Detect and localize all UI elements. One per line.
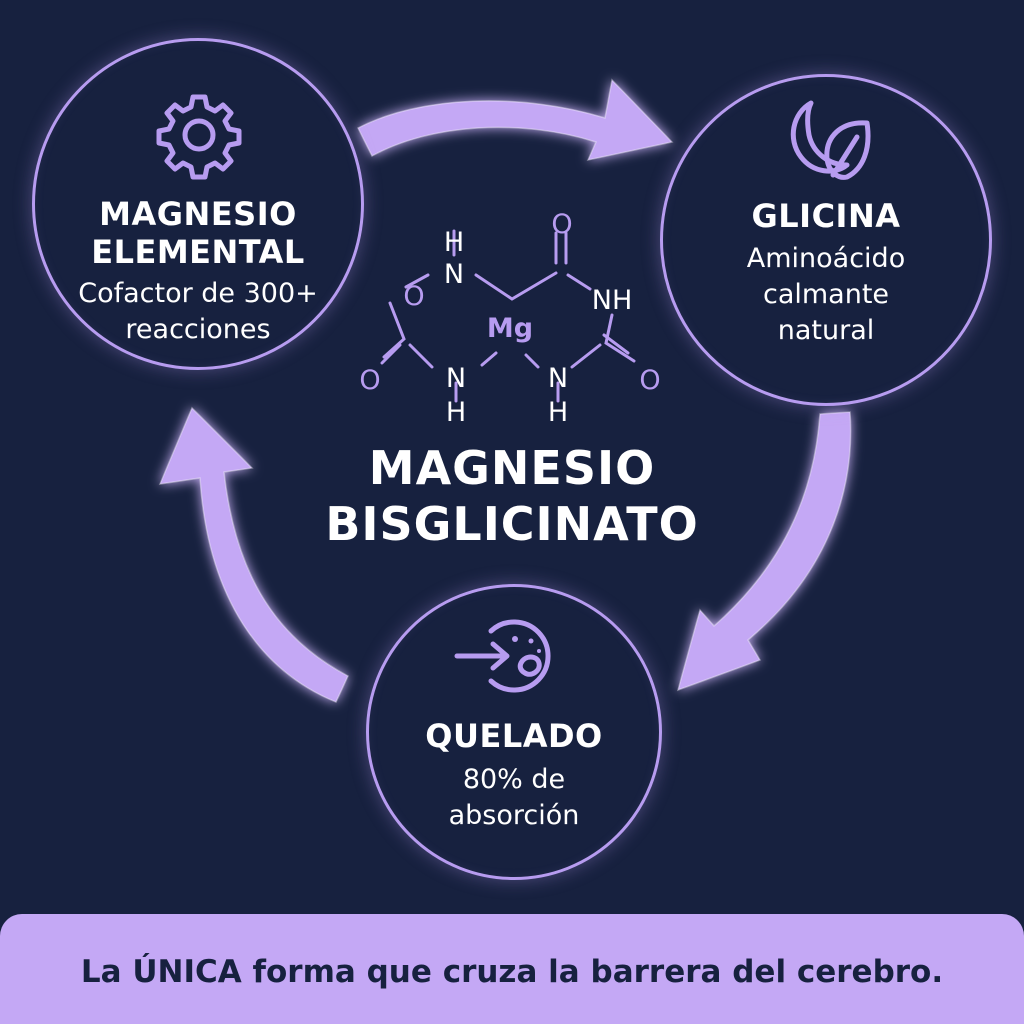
bottom-banner: La ÚNICA forma que cruza la barrera del … (0, 914, 1024, 1024)
atom-o-bottom-right: O (639, 365, 660, 396)
atom-n-bottom-left: N (446, 363, 466, 394)
atom-nh-right: NH (592, 285, 633, 316)
arrow-glicina-to-quelado (676, 411, 852, 692)
atom-n-bottom-right: N (548, 363, 568, 394)
atom-h-top: H (444, 227, 464, 258)
glicina-sub-line1: Aminoácido (746, 243, 906, 274)
banner-text: La ÚNICA forma que cruza la barrera del … (80, 954, 944, 990)
glicina-title: GLICINA (751, 197, 901, 235)
arrow-quelado-to-elemental (158, 406, 349, 703)
elemental-sub-line2: reacciones (125, 314, 271, 345)
atom-h-bottom-left: H (446, 397, 466, 428)
elemental-title-line2: ELEMENTAL (91, 233, 305, 271)
glicina-sub-line2: calmante (762, 279, 890, 310)
atom-o-left: O (403, 281, 424, 312)
glicina-sub-line3: natural (777, 315, 875, 346)
quelado-sub-line1: 80% de (462, 764, 566, 795)
gear-icon (156, 94, 242, 180)
elemental-sub-line1: Cofactor de 300+ (78, 278, 318, 309)
node-quelado: QUELADO 80% de absorción (366, 584, 662, 880)
arrow-elemental-to-glicina (356, 78, 674, 162)
elemental-title-line1: MAGNESIO (99, 195, 297, 233)
moon-leaf-icon (790, 100, 871, 180)
quelado-title: QUELADO (425, 717, 603, 755)
atom-o-bottom-left: O (359, 365, 380, 396)
node-glicina: GLICINA Aminoácido calmante natural (660, 74, 992, 406)
atom-h-bottom-right: H (548, 397, 568, 428)
atom-n-top: N (444, 259, 464, 290)
center-title-line2: BISGLICINATO (325, 497, 699, 551)
center-title-line1: MAGNESIO (368, 441, 656, 495)
atom-o-top: O (551, 209, 572, 240)
node-magnesio-elemental: MAGNESIO ELEMENTAL Cofactor de 300+ reac… (32, 38, 364, 370)
atom-mg: Mg (487, 313, 533, 344)
absorption-cell-icon (454, 619, 551, 693)
quelado-sub-line2: absorción (448, 800, 580, 831)
molecule-structure: H N O O NH Mg O N H N H O (359, 209, 660, 428)
